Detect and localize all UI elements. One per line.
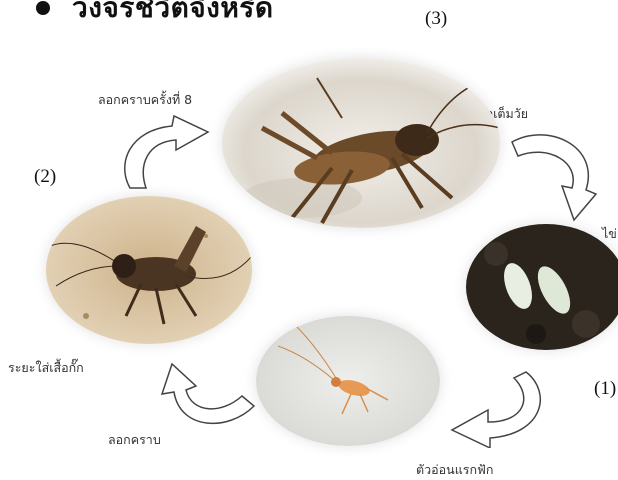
stage-number-adult: (3) — [425, 8, 447, 30]
stage-number-egg: (1) — [594, 378, 616, 400]
wing-pad-nymph-image — [46, 196, 252, 344]
first-nymph-image — [256, 316, 440, 446]
arrow-nymph-to-adult — [112, 108, 222, 192]
label-egg: ไข่ — [602, 224, 617, 244]
egg-image — [466, 224, 618, 350]
arrow-egg-to-first-nymph — [440, 368, 558, 448]
diagram-title: วงจรชีวิตจิ้งหรีด — [72, 0, 274, 30]
title-row: วงจรชีวิตจิ้งหรีด — [36, 0, 274, 30]
bullet-point — [36, 1, 50, 15]
label-molting: ลอกคราบ — [108, 430, 161, 450]
arrow-first-nymph-to-wing-pad — [150, 362, 256, 432]
label-wing-pad-stage: ระยะใส่เสื้อกั๊ก — [8, 358, 84, 378]
arrow-adult-to-egg — [508, 124, 608, 224]
label-eighth-molt: ลอกคราบครั้งที่ 8 — [98, 90, 192, 110]
adult-cricket-image — [222, 58, 500, 228]
stage-number-nymph: (2) — [34, 166, 56, 188]
label-first-nymph: ตัวอ่อนแรกฟัก — [416, 460, 493, 480]
